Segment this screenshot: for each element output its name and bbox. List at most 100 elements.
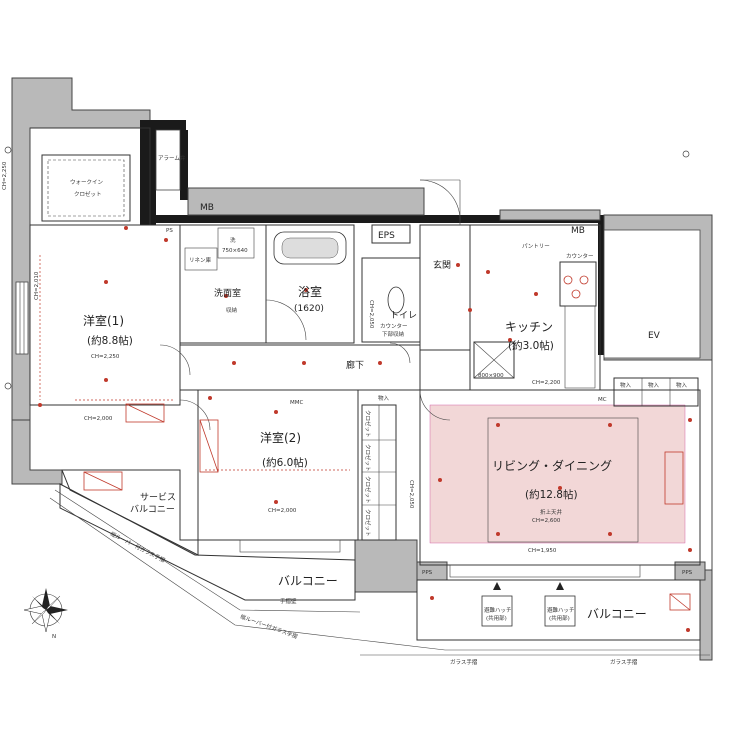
balcony-left-outer (54, 489, 361, 613)
walkin-name2: クロゼット (74, 190, 102, 198)
entrance (419, 224, 471, 351)
laundry-size: 750×640 (222, 248, 248, 254)
hatch-1 (481, 595, 513, 627)
laundry-label: 洗 (230, 236, 236, 244)
service-balcony-outline (61, 469, 199, 556)
glass-rail-2: ガラス手摺 (610, 658, 638, 666)
hatch-1-sub: (共用部) (486, 614, 507, 622)
closet-label-4: クロゼット (364, 509, 372, 537)
entrance-name: 玄関 (433, 259, 451, 271)
toilet-note1: カウンター (380, 322, 408, 330)
north-label: N (52, 634, 56, 640)
top-gray-wall (187, 187, 425, 216)
balcony-left-outline (59, 483, 356, 601)
western1-name: 洋室(1) (83, 313, 124, 328)
toilet-bowl (387, 286, 405, 314)
top-black-wall-4 (150, 215, 420, 223)
glass-rail-1: ガラス手摺 (450, 658, 478, 666)
storage-1: 物入 (620, 381, 632, 389)
north-arrow-icon (23, 588, 68, 633)
eps-label: EPS (378, 231, 395, 241)
western1-area: (約8.8帖) (87, 334, 133, 347)
top-black-wall-1 (140, 120, 156, 225)
hallway (179, 344, 421, 391)
balcony2-name: バルコニー (587, 607, 647, 621)
light-fixtures (38, 226, 692, 632)
toilet-note2: 下部収納 (382, 330, 405, 338)
kitchen-area: (約3.0帖) (508, 339, 554, 352)
ev-label: EV (648, 331, 661, 341)
linen-label: リネン庫 (189, 256, 212, 264)
ps-label: PS (166, 228, 173, 234)
entry-size: 800×900 (478, 373, 504, 379)
storage-4: 物入 (378, 394, 390, 402)
mc-label: MC (598, 397, 607, 403)
bath-name: 浴室 (298, 284, 322, 299)
kitchen-ch: CH=2,200 (532, 380, 561, 386)
hatch-2-label: 避難ハッチ (547, 606, 575, 614)
hallway-name: 廊下 (346, 359, 364, 371)
ev-shaft (603, 229, 701, 359)
railing-3: 手摺壁 (280, 597, 297, 605)
living-storage (613, 377, 699, 407)
top-black-wall-3 (180, 130, 188, 200)
western1-ch: CH=2,250 (91, 354, 120, 360)
middle-column (354, 539, 418, 593)
closet-label-2: クロゼット (364, 444, 372, 472)
left-ch-2: CH=2,010 (34, 271, 40, 300)
balcony-right-outline (416, 579, 701, 641)
wc-ch: CH=2,050 (368, 300, 374, 329)
window-bottom-living (449, 564, 641, 578)
pantry-name: パントリー (522, 243, 550, 250)
exterior-wall-top-left (11, 77, 151, 421)
hatch-1-label: 避難ハッチ (484, 606, 512, 614)
balcony-right-rail (359, 639, 700, 651)
exterior-wall-lower-left (11, 419, 63, 485)
balcony1-name: バルコニー (278, 574, 338, 588)
living-ch: CH=2,600 (532, 518, 561, 524)
closet-label-3: クロゼット (364, 476, 372, 504)
pps-label-2: PPS (682, 570, 693, 576)
western2-name: 洋室(2) (260, 430, 301, 445)
living-name: リビング・ダイニング (492, 458, 612, 473)
toilet-name: トイレ (390, 311, 417, 321)
top-black-wall-7 (598, 215, 604, 355)
top-right-gray-wall (499, 209, 601, 221)
lr-ch: CH=2,050 (408, 480, 414, 509)
living-area: (約12.8帖) (525, 488, 578, 501)
left-window (15, 281, 29, 355)
western2-ch: CH=2,000 (268, 508, 297, 514)
walkin-name: ウォークイン (70, 178, 104, 186)
western2-area: (約6.0帖) (262, 456, 308, 469)
entry-storage (473, 341, 515, 379)
closet-label-1: クロゼット (364, 410, 372, 438)
mb-label-1: MB (200, 203, 214, 213)
living-ch2: CH=1,950 (528, 548, 557, 554)
bath-size: (1620) (294, 304, 324, 314)
mmc-label: MMC (290, 400, 303, 406)
top-black-wall-2 (156, 120, 186, 130)
eps-box (371, 224, 411, 244)
alarm-room (155, 129, 181, 191)
service-balcony-name: サービス (140, 492, 176, 503)
hatch-2 (544, 595, 576, 627)
window-bottom-2 (239, 539, 341, 553)
left-ch-1: CH=2,250 (2, 161, 8, 190)
hall-ch: CH=2,000 (84, 416, 113, 422)
living-ceiling (429, 404, 686, 544)
alarm-label: アラーム弁 (158, 154, 186, 162)
hatch-2-sub: (共用部) (549, 614, 570, 622)
kitchen-name: キッチン (505, 320, 553, 334)
mb-label-2: MB (571, 226, 585, 236)
washroom-name: 洗面室 (214, 287, 241, 299)
kitchen-counter (559, 261, 597, 307)
service-balcony-name2: バルコニー (130, 504, 175, 515)
washroom (179, 224, 267, 344)
washroom-storage: 収納 (226, 306, 238, 314)
storage-3: 物入 (676, 381, 688, 389)
storage-2: 物入 (648, 381, 660, 389)
living-ceiling-label: 折上天井 (540, 508, 563, 516)
pps-label-1: PPS (422, 570, 433, 576)
walkin-closet (41, 154, 131, 222)
